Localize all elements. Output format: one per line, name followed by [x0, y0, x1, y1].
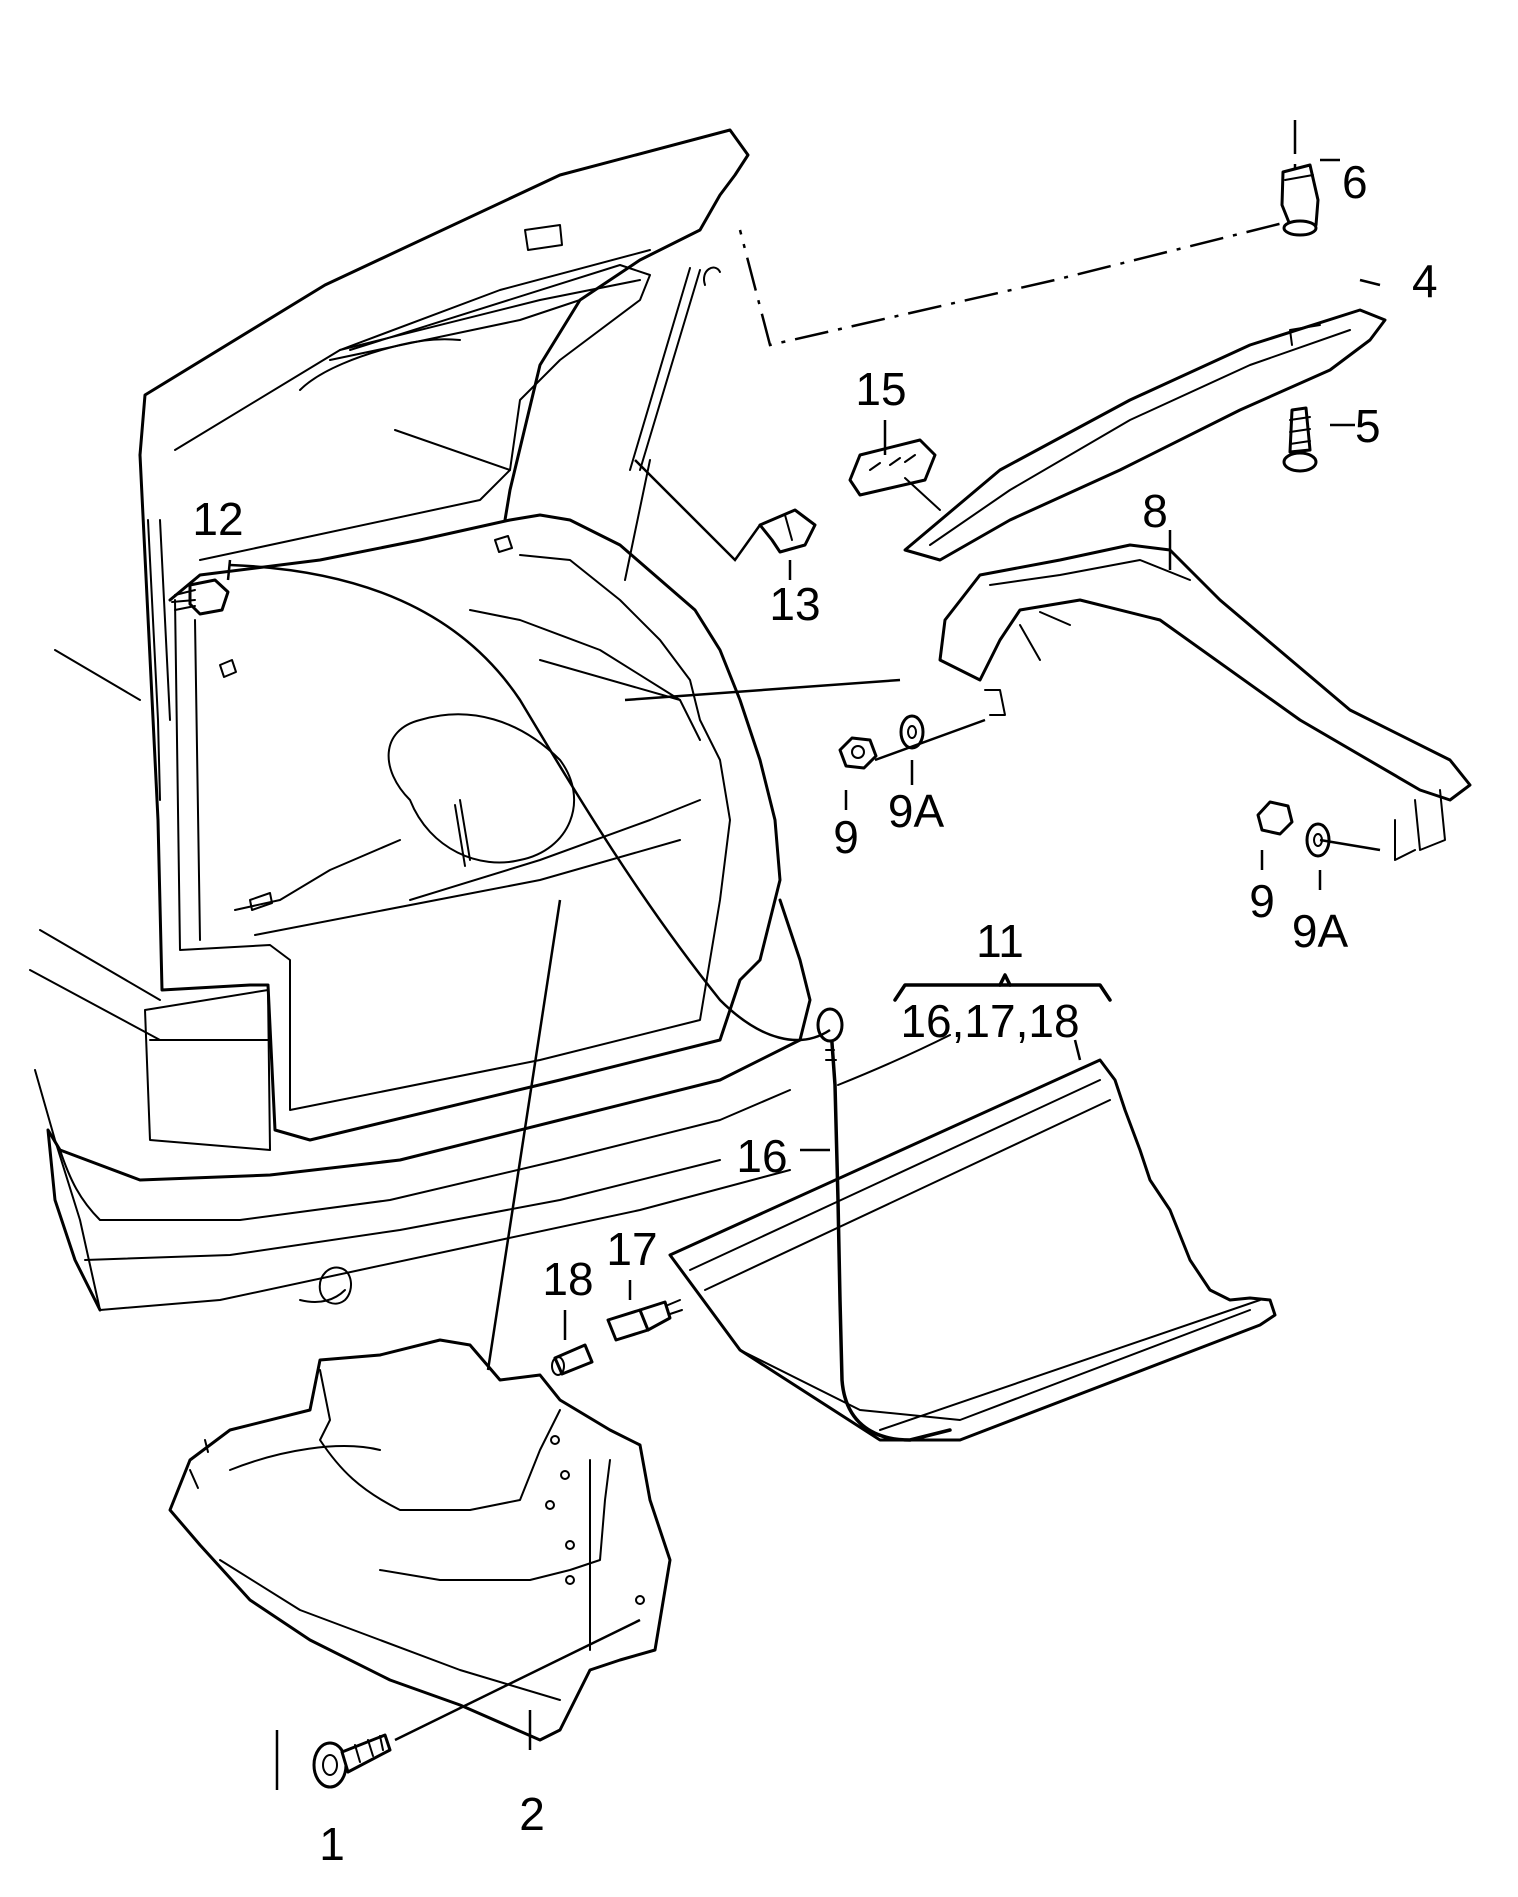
part-9a-washer-lower [1305, 822, 1331, 858]
callout-4: 4 [1412, 255, 1438, 307]
callout-17: 17 [606, 1223, 657, 1275]
callout-6: 6 [1342, 156, 1368, 208]
car-rear-body [29, 128, 812, 1312]
part-6-clip [1280, 163, 1320, 237]
part-13-bracket [758, 508, 817, 554]
part-11-floor-panel [668, 1058, 1277, 1442]
callout-9-lower: 9 [1249, 875, 1275, 927]
callout-9-upper: 9 [833, 811, 859, 863]
part-18-sleeve [551, 1343, 594, 1376]
part-12-grommet [171, 578, 230, 616]
part-2-side-trim [168, 1338, 672, 1742]
callout-13: 13 [769, 578, 820, 630]
part-5-screw [1282, 406, 1318, 473]
part-9-nut-lower [1256, 800, 1294, 836]
callout-11-group: 16,17,18 [900, 995, 1079, 1047]
part-8-shelf-support [938, 543, 1472, 861]
part-9a-washer-upper [899, 714, 925, 750]
reference-line-6 [738, 120, 1297, 347]
part-4-trim-strip [903, 308, 1387, 562]
callout-8: 8 [1142, 485, 1168, 537]
leader-lines [226, 158, 1381, 1790]
part-1-screw [312, 1733, 392, 1789]
callout-15: 15 [855, 363, 906, 415]
callout-9a-upper: 9A [888, 785, 945, 837]
callout-2: 2 [519, 1788, 545, 1840]
part-9-nut-upper [838, 736, 878, 770]
callout-11: 11 [976, 915, 1024, 967]
part-17-plug [606, 1299, 683, 1342]
part-15-catch [848, 438, 941, 511]
callout-18: 18 [542, 1253, 593, 1305]
callout-16: 16 [736, 1130, 787, 1182]
callout-1: 1 [319, 1818, 345, 1870]
callout-labels: 1 2 4 5 6 8 9 9A 9 9A 11 16,17,18 12 13 … [192, 156, 1437, 1870]
callout-5: 5 [1355, 400, 1381, 452]
callout-12: 12 [192, 493, 243, 545]
callout-9a-lower: 9A [1292, 905, 1349, 957]
